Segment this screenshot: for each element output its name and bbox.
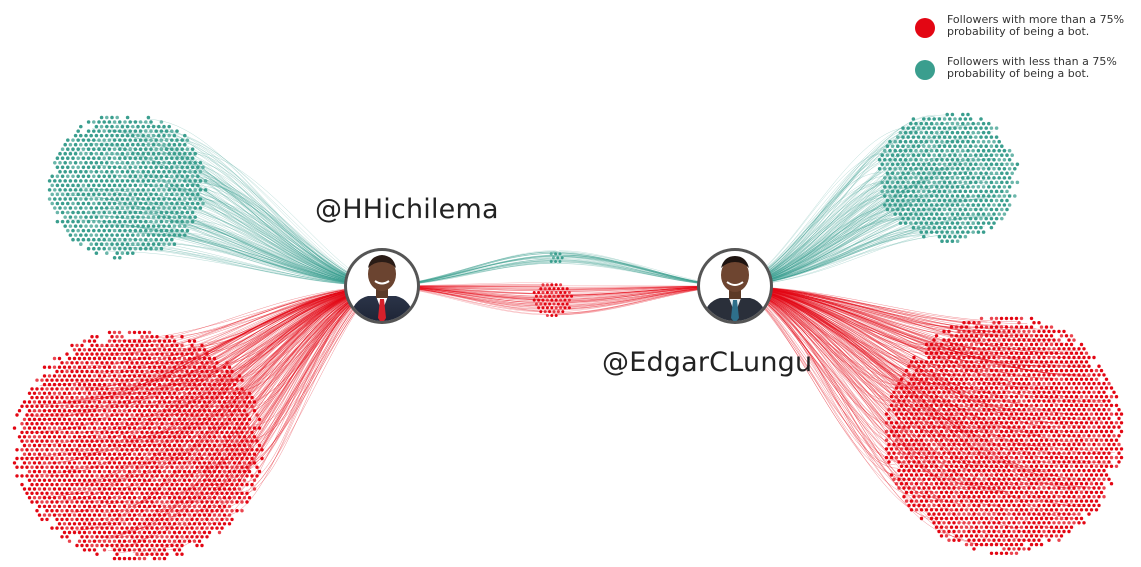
cluster-hh-human <box>47 115 208 260</box>
handle-label-hhichilema: @HHichilema <box>315 194 499 225</box>
account-node-hhichilema[interactable] <box>340 244 424 330</box>
cluster-hh-bot <box>12 330 264 561</box>
follower-clusters <box>12 112 1124 561</box>
legend-swatch-human <box>915 60 935 80</box>
account-node-edgarclungu[interactable] <box>693 244 777 330</box>
legend: Followers with more than a 75% probabili… <box>915 14 1137 98</box>
handle-label-edgarclungu: @EdgarCLungu <box>602 347 813 378</box>
legend-label-bot-line1: Followers with more than a 75% <box>947 13 1125 26</box>
cluster-shared-bot <box>532 283 574 317</box>
legend-label-human-line2: probability of being a bot. <box>947 67 1090 80</box>
cluster-ecl-human <box>877 112 1020 243</box>
legend-label-human-line1: Followers with less than a 75% <box>947 55 1117 68</box>
legend-item-bot: Followers with more than a 75% probabili… <box>915 14 1137 44</box>
cluster-shared-human <box>549 252 564 263</box>
legend-label-bot: Followers with more than a 75% probabili… <box>947 14 1139 38</box>
legend-swatch-bot <box>915 18 935 38</box>
legend-label-bot-line2: probability of being a bot. <box>947 25 1090 38</box>
politician-portrait-icon <box>700 251 770 321</box>
legend-label-human: Followers with less than a 75% probabili… <box>947 56 1139 80</box>
legend-item-human: Followers with less than a 75% probabili… <box>915 56 1137 86</box>
politician-portrait-icon <box>347 251 417 321</box>
cluster-ecl-bot <box>884 316 1124 555</box>
